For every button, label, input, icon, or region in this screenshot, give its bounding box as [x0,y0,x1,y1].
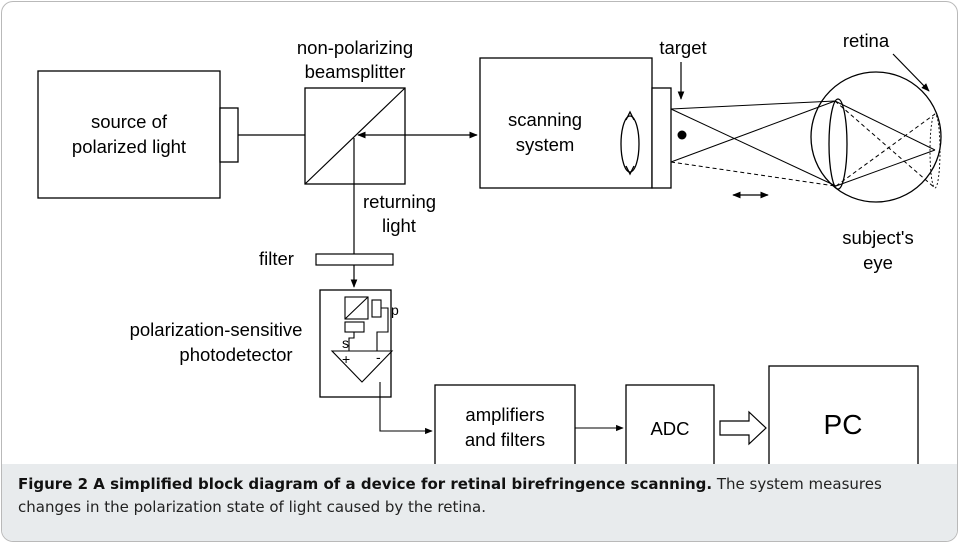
detector-p [371,299,382,318]
eye-label-line1: subject's [842,227,913,248]
amplifiers-label-line1: amplifiers [465,404,544,425]
scanning-label-line1: scanning [508,109,582,130]
filter-label: filter [259,248,294,269]
polarizing-splitter-diagonal [344,296,369,320]
scanning-system-box [479,57,653,189]
eye-lens [828,98,848,190]
pc-label: PC [824,409,863,440]
rotation-arrowhead-top [625,110,635,121]
block-diagram: source of polarized light non-polarizing… [37,30,942,464]
wire-detector-to-amplifiers [379,382,433,435]
plus-label: + [342,351,350,367]
p-label: p [391,302,399,318]
light-source-box [37,70,221,199]
s-label: s [342,335,349,351]
target-label: target [659,37,706,58]
photodetector-label-line2: photodetector [179,344,292,365]
light-source-label-line1: source of [91,111,168,132]
filter [315,253,394,266]
differential-amplifier [330,350,394,383]
amplifiers-label-line2: and filters [465,429,545,450]
rotation-arrowhead-bottom [625,165,635,176]
caption-title: Figure 2 A simplified block diagram of a… [18,475,713,493]
wire-s-to-amp [348,332,355,351]
figure-caption: Figure 2 A simplified block diagram of a… [18,473,938,519]
caption-text: The system measures changes in the polar… [18,475,882,516]
returning-light-label-line2: light [382,215,416,236]
adc-label: ADC [650,418,689,439]
light-source-aperture [219,107,239,163]
scanning-label-line2: system [516,134,575,155]
returning-light-label-line1: returning [363,191,436,212]
caption-background [2,464,957,541]
minus-label: - [376,349,381,365]
fixation-target-dot [677,130,687,140]
retina-region [929,113,941,189]
data-transfer-arrow [719,410,767,446]
adc-box [625,384,715,464]
retina-pointer [892,53,930,92]
retina-label: retina [843,30,890,51]
pc-box [768,365,919,464]
eye-label-line2: eye [863,252,893,273]
subject-eye [810,71,942,203]
photodetector-label-line1: polarization-sensitive [130,319,303,340]
rotation-ellipse [620,115,640,173]
detector-s [344,321,365,333]
scanning-rays [670,100,936,189]
beamsplitter-label-line2: beamsplitter [305,61,406,82]
light-source-label-line2: polarized light [72,136,186,157]
scanner-output-window [651,87,672,189]
beamsplitter-label-line1: non-polarizing [297,37,413,58]
wire-p-to-amp [376,307,389,351]
amplifiers-box [434,384,576,464]
beamsplitter-diagonal [304,87,406,185]
